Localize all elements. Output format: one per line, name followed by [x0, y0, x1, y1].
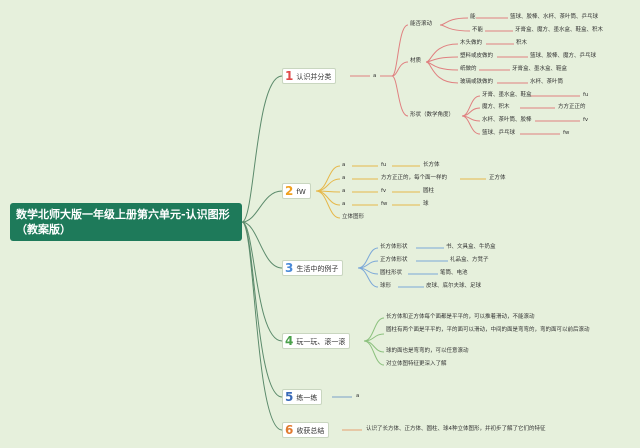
- s2-c: 球: [423, 201, 429, 207]
- rolling-cannot-items: 牙膏盒、魔方、墨水盒、鞋盒、积木: [515, 27, 604, 33]
- shape-value: fw: [563, 130, 570, 136]
- section-number: 3: [285, 261, 294, 275]
- section-5-note: a: [356, 393, 360, 399]
- s2-a: a: [342, 188, 346, 194]
- section-label: fW: [296, 188, 306, 196]
- shape-label: 形状（数学角度）: [410, 112, 455, 118]
- s4-item: 圆柱有两个面是平平的，平的面可以滑动，中间的面是弯弯的，弯的面可以前后滚动: [386, 327, 590, 333]
- s2-b: fv: [381, 188, 387, 194]
- shape-value: fv: [583, 117, 589, 123]
- s3-value: 书、文具盒、牛奶盒: [446, 244, 496, 250]
- material-label: 材质: [410, 58, 422, 64]
- s2-a: a: [342, 162, 346, 168]
- s2-b: fw: [381, 201, 388, 207]
- shape-key: 篮球、乒乓球: [482, 130, 516, 136]
- material-value: 水杯、茶叶筒: [530, 79, 564, 85]
- section-label: 练一练: [296, 394, 318, 402]
- s2-c: 正方体: [489, 175, 506, 181]
- s4-item: 球的面也是弯弯的，可以任意滚动: [386, 348, 469, 354]
- shape-value: fu: [583, 92, 589, 98]
- material-key: 木头做的: [460, 40, 483, 46]
- s2-c: 长方体: [423, 162, 440, 168]
- material-key: 塑料或皮做的: [460, 53, 494, 59]
- s3-value: 笔筒、电池: [440, 270, 468, 276]
- section-label: 收获总结: [296, 427, 325, 435]
- section-label: 玩一玩、滚一滚: [296, 338, 346, 346]
- s2-b: 方方正正的，每个面一样的: [381, 175, 448, 181]
- s3-key: 球形: [380, 283, 392, 289]
- rolling-can-items: 篮球、胶棒、水杯、茶叶筒、乒乓球: [510, 14, 599, 20]
- s4-item: 对立体图特征更深入了解: [386, 361, 447, 367]
- s2-c: 圆柱: [423, 188, 435, 194]
- s4-item: 长方体和正方体每个面都是平平的，可以推着滑动，不能滚动: [386, 314, 535, 320]
- s3-key: 圆柱形状: [380, 270, 403, 276]
- shape-value: 方方正正的: [558, 104, 586, 110]
- material-value: 积木: [516, 40, 528, 46]
- s2-last: 立体图形: [342, 214, 365, 220]
- section-6-note: 认识了长方体、正方体、圆柱、球4种立体图形，并初步了解了它们的特征: [366, 426, 546, 432]
- material-key: 纸做的: [460, 66, 477, 72]
- shape-key: 水杯、茶叶筒、胶棒: [482, 117, 532, 123]
- section-label: 认识并分类: [296, 73, 332, 81]
- material-value: 篮球、胶棒、魔方、乒乓球: [530, 53, 597, 59]
- s2-a: a: [342, 175, 346, 181]
- s3-key: 长方体形状: [380, 244, 408, 250]
- root-title: 数学北师大版一年级上册第六单元-认识图形（教案版）: [16, 208, 230, 236]
- section-number: 6: [285, 423, 294, 437]
- rolling-cannot: 不能: [472, 27, 484, 33]
- section-number: 5: [285, 390, 294, 404]
- s3-value: 礼品盒、方凳子: [450, 257, 489, 263]
- s2-b: fu: [381, 162, 387, 168]
- shape-key: 魔方、积木: [482, 104, 510, 110]
- section-number: 4: [285, 334, 294, 348]
- material-key: 玻璃或铁做的: [460, 79, 494, 85]
- section-label: 生活中的例子: [296, 265, 339, 273]
- material-value: 牙膏盒、墨水盒、鞋盒: [512, 66, 568, 72]
- s3-key: 正方体形状: [380, 257, 408, 263]
- rolling-label: 能否滚动: [410, 21, 433, 27]
- shape-key: 牙膏、墨水盒、鞋盒: [482, 92, 532, 98]
- section-number: 2: [285, 184, 294, 198]
- s3-value: 皮球、底尔夫球、足球: [426, 283, 482, 289]
- rolling-can: 能: [470, 14, 476, 20]
- s2-a: a: [342, 201, 346, 207]
- section-number: 1: [285, 69, 294, 83]
- section-1-note: a: [373, 73, 377, 79]
- root-topic[interactable]: 数学北师大版一年级上册第六单元-认识图形（教案版）: [10, 203, 242, 241]
